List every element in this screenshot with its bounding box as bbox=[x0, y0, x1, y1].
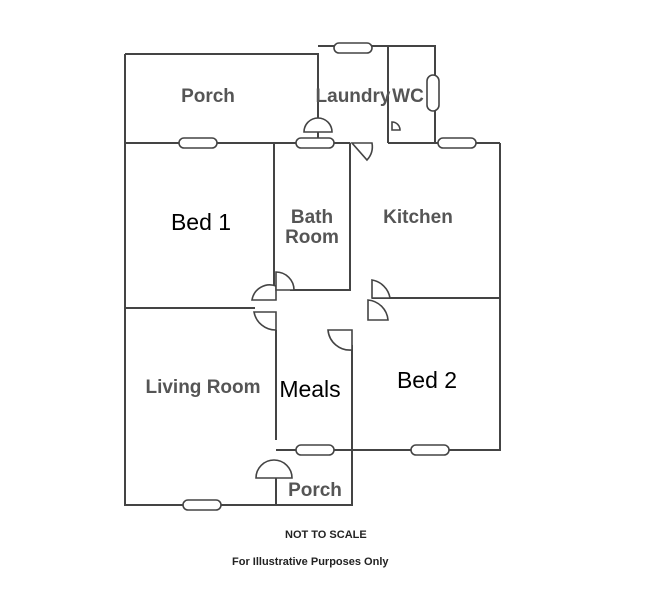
door bbox=[303, 117, 333, 133]
door bbox=[253, 311, 277, 331]
not-to-scale-note: NOT TO SCALE bbox=[285, 529, 367, 541]
window bbox=[426, 74, 440, 112]
label-meals: Meals bbox=[279, 376, 340, 402]
door bbox=[275, 271, 295, 291]
label-porch-top: Porch bbox=[181, 86, 235, 107]
window bbox=[178, 137, 218, 149]
label-bath-line1: Bath bbox=[291, 207, 333, 228]
label-bed2: Bed 2 bbox=[397, 367, 457, 393]
door bbox=[391, 121, 401, 131]
door bbox=[327, 329, 353, 351]
room-labels: Porch Laundry WC Bed 1 Bath Room Kitchen… bbox=[145, 86, 457, 501]
door bbox=[367, 299, 389, 321]
windows bbox=[178, 42, 477, 511]
label-laundry: Laundry bbox=[316, 86, 391, 107]
window bbox=[437, 137, 477, 149]
window bbox=[295, 444, 335, 456]
window bbox=[295, 137, 335, 149]
label-bed1: Bed 1 bbox=[171, 209, 231, 235]
door bbox=[251, 284, 277, 301]
door bbox=[371, 279, 391, 299]
label-porch-bottom: Porch bbox=[288, 480, 342, 501]
window bbox=[333, 42, 373, 54]
window bbox=[410, 444, 450, 456]
label-wc: WC bbox=[392, 86, 424, 107]
doors bbox=[251, 117, 401, 479]
door bbox=[350, 142, 374, 162]
label-bath-line2: Room bbox=[285, 227, 339, 248]
label-kitchen: Kitchen bbox=[383, 207, 453, 228]
window bbox=[182, 499, 222, 511]
label-living-room: Living Room bbox=[145, 377, 260, 398]
walls bbox=[124, 45, 501, 506]
illustrative-purposes-note: For Illustrative Purposes Only bbox=[232, 556, 389, 568]
door bbox=[255, 459, 293, 479]
